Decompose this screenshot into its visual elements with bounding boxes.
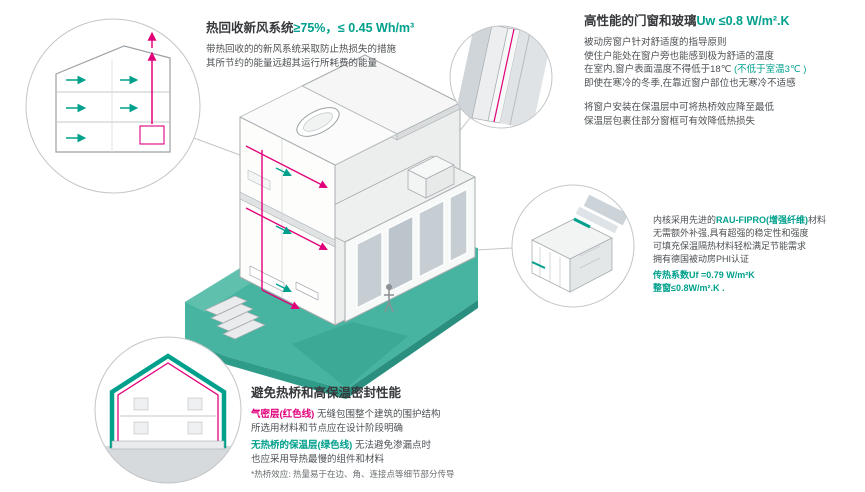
windows-body-1: 被动房窗户针对舒适度的指导原则 [584, 37, 727, 48]
person-figure [384, 284, 394, 313]
hrv-title-text: 热回收新风系统 [206, 21, 294, 35]
window-corner-illustration [455, 26, 552, 128]
windows-body-3a: 在室内,窗户表面温度不得低于18℃ [584, 64, 735, 75]
glass-facade [356, 188, 468, 309]
bridge-footnote: *热桥效应: 热量易于在边、角、连接点等细节部分传导 [251, 469, 455, 479]
windows-body-5: 将窗户安装在保温层中可将热桥效应降至最低 [584, 102, 775, 113]
bridge-body-3: 无热桥的保温层(绿色线) 无法避免渗漏点时 [251, 439, 581, 453]
profile-body-1c: 材料 [808, 215, 827, 225]
profile-callout-circle [511, 184, 635, 308]
windows-body-3b: (不低于室温3℃ ) [734, 64, 807, 75]
profile-body-2: 无需额外补强,具有超强的稳定性和强度 [653, 228, 809, 238]
rooftop-box [407, 155, 455, 199]
hrv-callout-circle [25, 18, 201, 194]
bridge-body-1: 气密层(红色线) 无缝包围整个建筑的围护结构 [251, 408, 581, 422]
bridge-red-rest: 无缝包围整个建筑的围护结构 [314, 409, 441, 420]
window-callout-circle [449, 25, 553, 129]
profile-body-4: 拥有德国被动房PHI认证 [653, 254, 750, 264]
bridge-callout-circle [94, 336, 242, 484]
hrv-body-2: 其所节约的能量远超其运行所耗费的能量 [206, 57, 378, 69]
windows-body-3: 在室内,窗户表面温度不得低于18℃ (不低于室温3℃ ) [584, 63, 862, 77]
windows-title-text: 高性能的门窗和玻璃 [584, 14, 697, 28]
profile-u-window: 整窗≤0.8W/m².K . [653, 283, 725, 293]
profile-body-1b: RAU-FIPRO(增强纤维) [716, 215, 809, 225]
windows-text-block: 高性能的门窗和玻璃Uw ≤0.8 W/m².K 被动房窗户针对舒适度的指导原则 … [584, 13, 862, 128]
bridge-body-4: 也应采用导热最慢的组件和材料 [251, 453, 385, 465]
windows-title: 高性能的门窗和玻璃Uw ≤0.8 W/m².K [584, 13, 862, 29]
garden-steps [204, 295, 266, 340]
air-arrows [275, 167, 292, 292]
windows-body-6: 保温层包裹住部分窗框可有效降低热损失 [584, 115, 756, 127]
windows-body-2: 使住户能处在窗户旁也能感到极为舒适的温度 [584, 50, 775, 62]
hrv-title-value: ≥75%，≤ 0.45 Wh/m³ [293, 21, 415, 35]
windows-title-value: Uw ≤0.8 W/m².K [696, 14, 790, 28]
bridge-green-label: 无热桥的保温层(绿色线) [251, 440, 353, 451]
profile-body-1: 内核采用先进的RAU-FIPRO(增强纤维)材料 [653, 214, 863, 227]
bridge-green-rest: 无法避免渗漏点时 [352, 440, 431, 451]
bridge-body-2: 所选用材料和节点应在设计阶段明确 [251, 422, 404, 434]
bridge-text-block: 避免热桥和高保温密封性能 气密层(红色线) 无缝包围整个建筑的围护结构 所选用材… [251, 385, 581, 480]
window-profile-illustration [531, 193, 630, 293]
profile-u-frame: 传热系数Uf =0.79 W/m²K [653, 270, 755, 280]
house-cutaway [239, 54, 476, 326]
windows-body-4: 即使在寒冷的冬季,在靠近窗户部位也无寒冷不适感 [584, 77, 796, 89]
profile-body-1a: 内核采用先进的 [653, 215, 717, 225]
hrv-section-illustration [55, 31, 171, 153]
bridge-title: 避免热桥和高保温密封性能 [251, 386, 402, 400]
hrv-text-block: 热回收新风系统≥75%，≤ 0.45 Wh/m³ 带热回收的的新风系统采取防止热… [206, 20, 516, 70]
hrv-title: 热回收新风系统≥75%，≤ 0.45 Wh/m³ [206, 20, 516, 36]
hrv-body-1: 带热回收的的新风系统采取防止热损失的措施 [206, 44, 397, 55]
profile-text-block: 内核采用先进的RAU-FIPRO(增强纤维)材料 无需额外补强,具有超强的稳定性… [653, 214, 863, 295]
bridge-red-label: 气密层(红色线) [251, 409, 315, 420]
profile-body-3: 可填充保温隔热材料轻松满足节能需求 [653, 241, 807, 251]
